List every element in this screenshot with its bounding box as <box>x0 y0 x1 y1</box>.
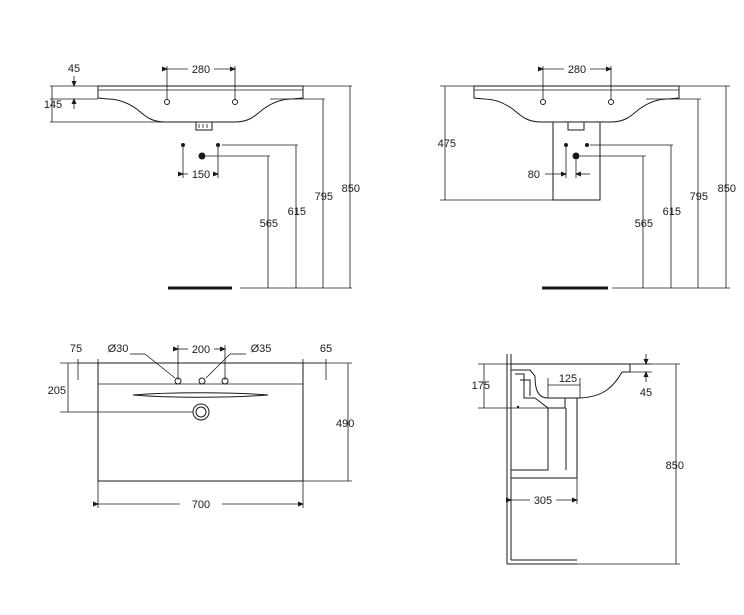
dim-label-145: 145 <box>44 99 62 111</box>
side-dims: 175 125 45 850 305 <box>472 354 684 565</box>
dim-label-280: 280 <box>568 64 586 76</box>
bowl-edge <box>132 392 269 398</box>
dim-label-125: 125 <box>559 373 577 385</box>
dim-top-thickness: 45 <box>50 63 98 109</box>
dim-tap-spacing: 280 <box>162 64 236 100</box>
supply-points: 80 <box>528 143 590 181</box>
pedestal-section <box>511 398 578 479</box>
dim-label-615: 615 <box>288 206 306 218</box>
plan-width-dim: 700 <box>93 481 304 511</box>
dim-label-615: 615 <box>663 206 681 218</box>
waste-outlet <box>192 403 210 421</box>
dim-label-205: 205 <box>48 385 66 397</box>
basin-plan-outline <box>97 362 304 482</box>
front-view-pedestal: 280 475 80 565 <box>438 64 736 290</box>
dim-bowl-height: 145 <box>44 86 196 123</box>
basin-section <box>511 363 631 409</box>
dim-label-700: 700 <box>192 499 210 511</box>
supply-points: 150 <box>178 143 220 181</box>
dim-label-305: 305 <box>534 495 552 507</box>
dim-label-45: 45 <box>68 63 80 75</box>
dim-label-45: 45 <box>640 387 652 399</box>
dim-label-280: 280 <box>192 64 210 76</box>
dim-label-200: 200 <box>192 344 210 356</box>
dim-label-795: 795 <box>315 191 333 203</box>
dim-label-565: 565 <box>260 218 278 230</box>
dim-label-d35: Ø35 <box>251 343 272 355</box>
wall-line <box>506 354 577 565</box>
dim-label-565: 565 <box>635 218 653 230</box>
dim-label-80: 80 <box>528 169 540 181</box>
pedestal-outline <box>552 122 601 201</box>
dim-label-150: 150 <box>192 169 210 181</box>
dim-label-d30: Ø30 <box>108 343 129 355</box>
dim-label-175: 175 <box>472 380 490 392</box>
basin-outline <box>97 85 304 131</box>
height-dimensions: 565 615 795 850 <box>580 85 736 289</box>
plan-side-dims: 205 490 <box>48 362 354 482</box>
dim-label-850: 850 <box>718 183 736 195</box>
tap-hole-center <box>198 377 206 385</box>
dim-label-795: 795 <box>690 191 708 203</box>
plan-top-dims: 75 Ø30 200 Ø35 65 <box>70 343 332 380</box>
front-view-wall-hung: 280 45 145 150 <box>44 63 360 290</box>
dim-pedestal-height: 475 <box>438 85 553 201</box>
dim-label-850: 850 <box>666 460 684 472</box>
basin-outline <box>473 85 680 131</box>
dim-label-490: 490 <box>336 418 354 430</box>
plan-view: 75 Ø30 200 Ø35 65 205 490 <box>48 343 355 511</box>
dim-label-75: 75 <box>70 343 82 355</box>
dim-label-475: 475 <box>438 138 456 150</box>
dim-label-65: 65 <box>320 343 332 355</box>
dim-label-850: 850 <box>342 183 360 195</box>
dim-tap-spacing: 280 <box>538 64 612 100</box>
height-dimensions: 565 615 795 850 <box>206 85 360 289</box>
side-view: 175 125 45 850 305 <box>472 354 684 565</box>
